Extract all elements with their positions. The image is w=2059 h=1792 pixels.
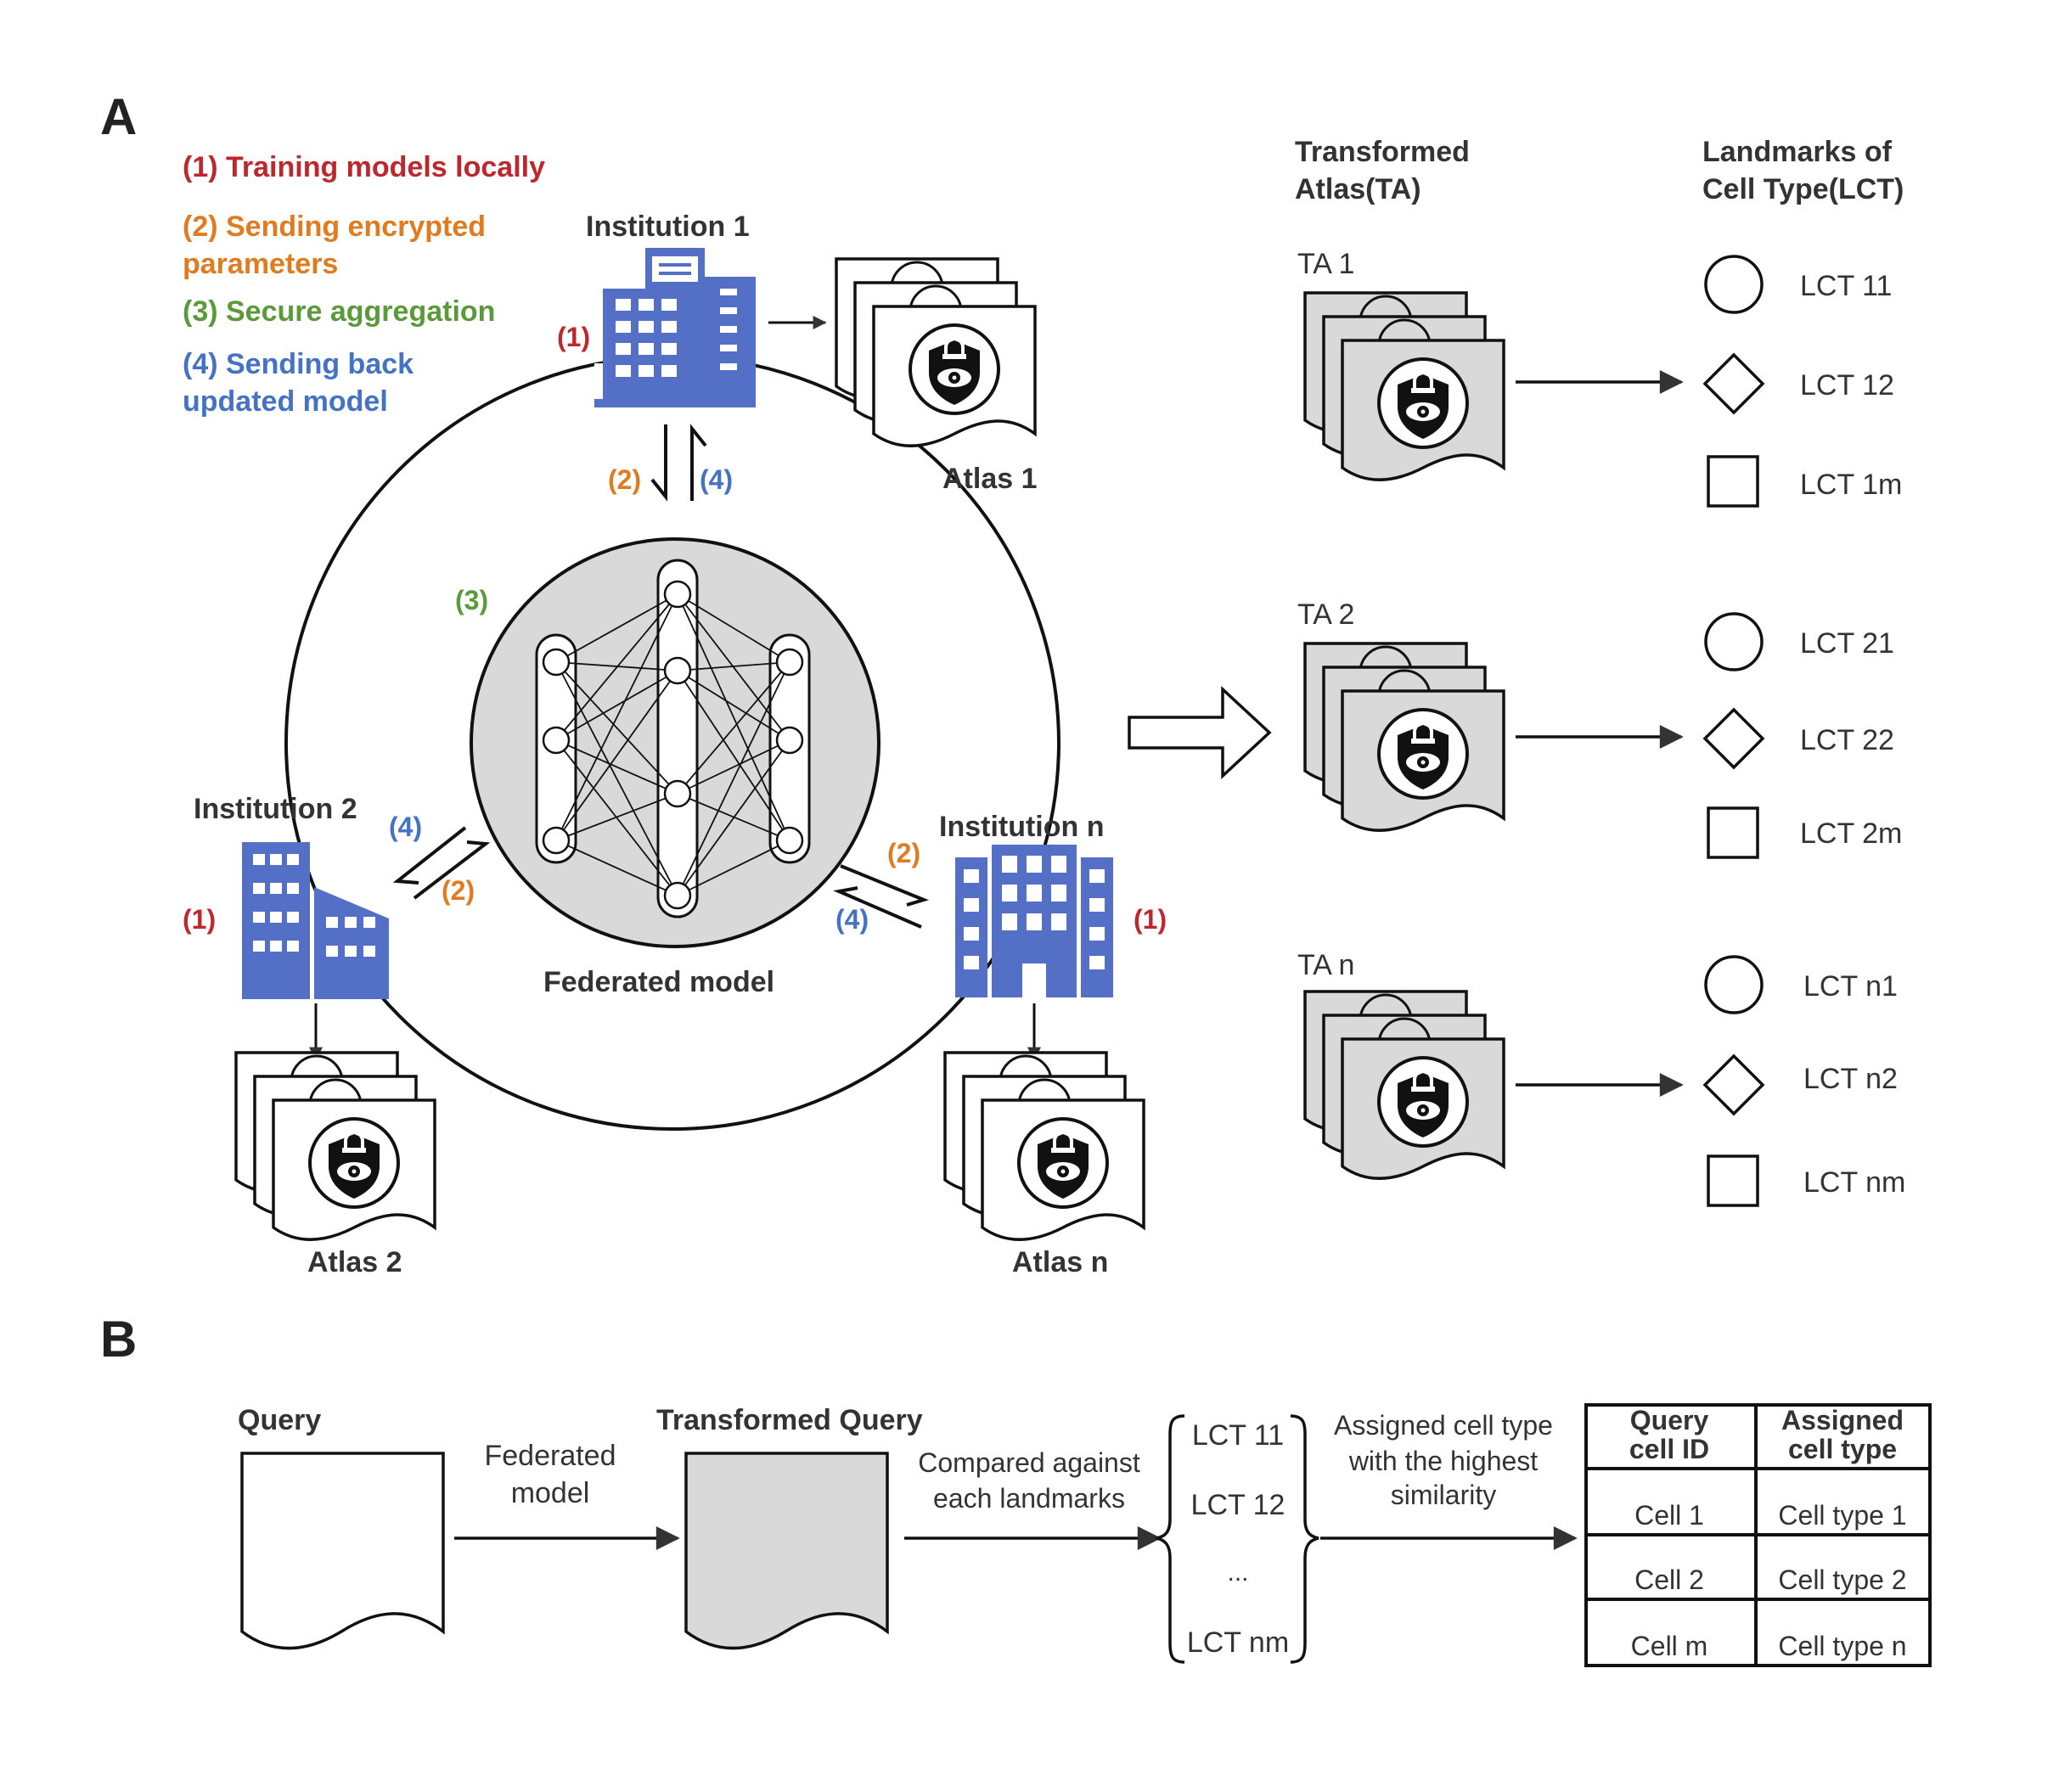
legend-step3: (3) Secure aggregation <box>183 295 495 328</box>
diamond-icon <box>1702 707 1765 770</box>
table-header-cell: Query <box>1630 1405 1709 1435</box>
instn-federated-arrows <box>833 864 929 929</box>
federated-step3-tag: (3) <box>455 585 488 615</box>
instn-step1-tag: (1) <box>1134 904 1167 935</box>
inst1-step4-tag: (4) <box>700 464 733 495</box>
transformed-query-document-icon <box>684 1452 889 1650</box>
result-table: Query cell ID Assigned cell type Cell 1 … <box>1584 1403 1932 1667</box>
ta-stack-icon <box>1305 643 1504 830</box>
inst2-step4-tag: (4) <box>389 812 422 842</box>
square-icon <box>1707 806 1759 859</box>
neural-network-icon <box>535 559 811 918</box>
circle-icon <box>1704 955 1764 1014</box>
legend-step4-line1: (4) Sending back <box>183 348 413 380</box>
lct-label: LCT 2m <box>1800 817 1902 850</box>
ta-label: TA n <box>1297 949 1354 981</box>
ta-header-line1: Transformed <box>1295 136 1470 168</box>
inst1-step1-tag: (1) <box>557 322 590 352</box>
table-cell: Cell type 1 <box>1778 1500 1906 1531</box>
panel-b-letter: B <box>100 1311 137 1368</box>
panel-a-letter: A <box>100 88 137 145</box>
federated-model-step-line2: model <box>511 1477 590 1509</box>
assigned-line1: Assigned cell type <box>1334 1410 1553 1441</box>
square-icon <box>1707 455 1759 508</box>
instn-step4-tag: (4) <box>835 904 869 935</box>
table-header-cell: Assigned <box>1781 1405 1904 1435</box>
institution-2-label: Institution 2 <box>194 793 357 825</box>
lct-label: LCT nm <box>1803 1166 1905 1199</box>
table-header-cell: cell ID <box>1629 1434 1709 1464</box>
lct-label: LCT 11 <box>1800 270 1892 302</box>
ta-label: TA 2 <box>1297 598 1354 631</box>
assigned-line3: similarity <box>1391 1480 1496 1510</box>
inst2-federated-arrows <box>392 826 491 900</box>
lct-label: LCT n1 <box>1803 970 1898 1003</box>
ta-stack-icon <box>1305 293 1504 480</box>
transform-hollow-arrow <box>1128 685 1272 780</box>
lct-header-line1: Landmarks of <box>1702 136 1893 168</box>
atlas-1-stack-icon <box>836 259 1035 446</box>
lct-label: LCT n2 <box>1803 1063 1898 1095</box>
legend-step4-line2: updated model <box>183 385 388 418</box>
inst2-step2-tag: (2) <box>442 875 475 906</box>
lct-label: LCT 22 <box>1800 724 1894 756</box>
circle-icon <box>1704 255 1764 314</box>
ta-header-line2: Atlas(TA) <box>1295 173 1421 205</box>
atlas-1-label: Atlas 1 <box>942 463 1038 495</box>
ta-group-2: TA 2 LCT 21 LCT 22 LCT 2m <box>1297 598 1902 859</box>
compared-line1: Compared against <box>918 1447 1140 1478</box>
circle-icon <box>1704 612 1764 671</box>
legend-step1: (1) Training models locally <box>183 151 545 183</box>
inst1-federated-arrows <box>650 424 707 502</box>
query-document-icon <box>240 1452 445 1650</box>
lct-label: LCT 21 <box>1800 627 1894 660</box>
table-cell: Cell type 2 <box>1778 1564 1906 1595</box>
legend: (1) Training models locally (2) Sending … <box>183 151 545 418</box>
right-brace <box>1290 1414 1319 1664</box>
instn-step2-tag: (2) <box>887 838 920 868</box>
institution-1-building-icon <box>594 248 756 407</box>
ta-label: TA 1 <box>1297 248 1354 280</box>
institution-2-building-icon <box>242 842 389 999</box>
left-brace <box>1156 1414 1185 1664</box>
diamond-icon <box>1702 1053 1765 1116</box>
lct-label: LCT 12 <box>1800 369 1894 402</box>
federated-model-label: Federated model <box>543 966 774 998</box>
institution-n-building-icon <box>955 845 1113 997</box>
lct-header-line2: Cell Type(LCT) <box>1702 173 1904 205</box>
landmark-item: LCT 11 <box>1192 1419 1284 1452</box>
landmark-item: ... <box>1227 1559 1248 1587</box>
institution-1-label: Institution 1 <box>586 211 750 243</box>
compared-line2: each landmarks <box>933 1483 1125 1514</box>
atlas-n-stack-icon <box>945 1053 1144 1239</box>
legend-step2-line2: parameters <box>183 248 338 280</box>
table-cell: Cell type n <box>1778 1631 1906 1661</box>
transformed-query-label: Transformed Query <box>656 1404 923 1436</box>
institution-n-label: Institution n <box>939 811 1105 843</box>
inst2-step1-tag: (1) <box>183 904 216 935</box>
lct-label: LCT 1m <box>1800 469 1902 501</box>
ta-stack-icon <box>1305 991 1504 1178</box>
table-cell: Cell 1 <box>1634 1500 1704 1531</box>
ta-group-1: TA 1 LCT 11 LCT 12 LCT 1m <box>1297 248 1902 508</box>
assigned-line2: with the highest <box>1348 1446 1538 1476</box>
atlas-2-label: Atlas 2 <box>307 1246 402 1278</box>
atlas-2-stack-icon <box>236 1053 435 1239</box>
query-label: Query <box>238 1404 321 1436</box>
atlas-n-label: Atlas n <box>1012 1246 1108 1278</box>
legend-step2-line1: (2) Sending encrypted <box>183 211 486 243</box>
federated-model-step-line1: Federated <box>485 1440 616 1472</box>
table-cell: Cell 2 <box>1634 1564 1704 1595</box>
landmark-item: LCT 12 <box>1191 1489 1285 1521</box>
square-icon <box>1707 1154 1759 1207</box>
table-cell: Cell m <box>1631 1631 1708 1661</box>
diamond-icon <box>1702 352 1765 415</box>
landmark-item: LCT nm <box>1187 1626 1289 1659</box>
inst1-step2-tag: (2) <box>608 464 641 495</box>
ta-group-n: TA n LCT n1 LCT n2 LCT nm <box>1297 949 1905 1207</box>
table-header-cell: cell type <box>1788 1434 1897 1464</box>
